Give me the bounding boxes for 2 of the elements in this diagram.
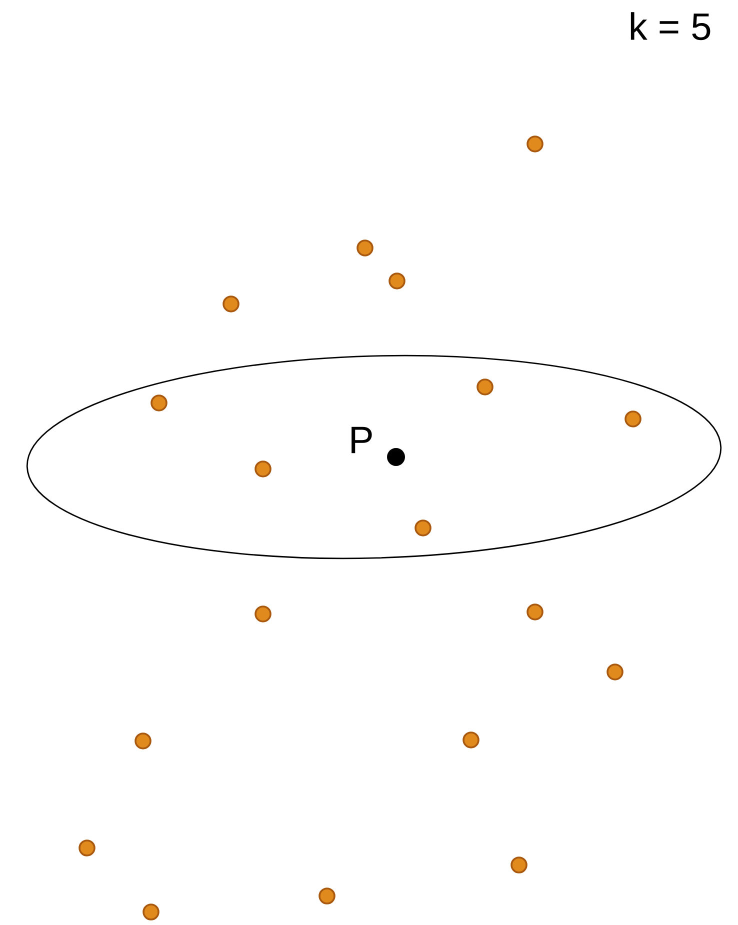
label: k = 5 (630, 12, 710, 40)
label: P (352, 426, 372, 454)
